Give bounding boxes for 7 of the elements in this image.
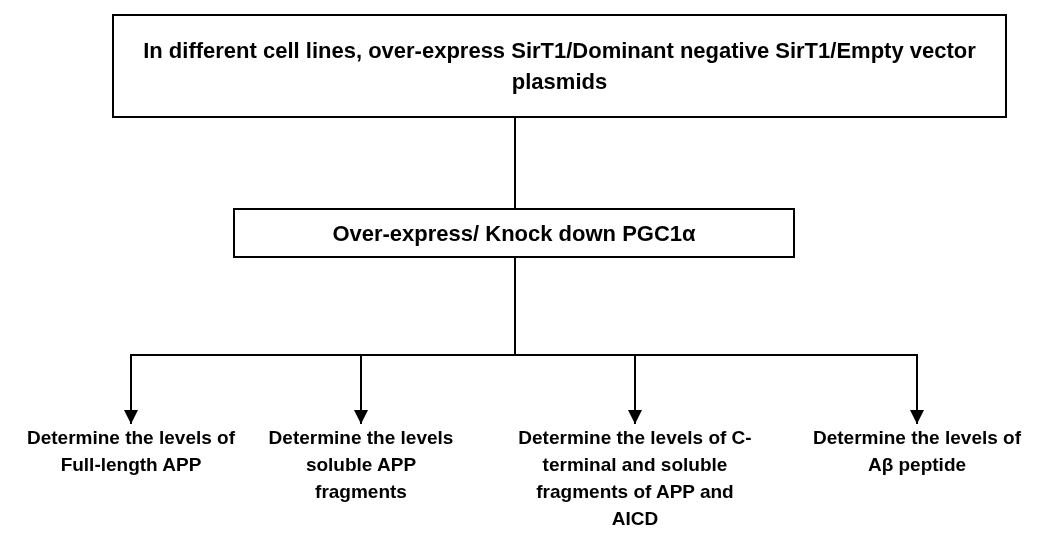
step-text: Determine the levels of Full-length APP xyxy=(20,424,242,514)
process-box: Over-express/ Knock down PGC1α xyxy=(233,208,795,258)
connector-line xyxy=(514,117,516,209)
step-text: Determine the levels soluble APP fragments xyxy=(264,424,458,514)
step-text: Determine the levels of Aβ peptide xyxy=(800,424,1034,514)
process-box: In different cell lines, over-express SirT1/Dominant negative SirT1/Empty vector plasmids xyxy=(112,14,1007,118)
step-text: Determine the levels of C-terminal and soluble fragments of APP and AICD xyxy=(512,424,758,542)
